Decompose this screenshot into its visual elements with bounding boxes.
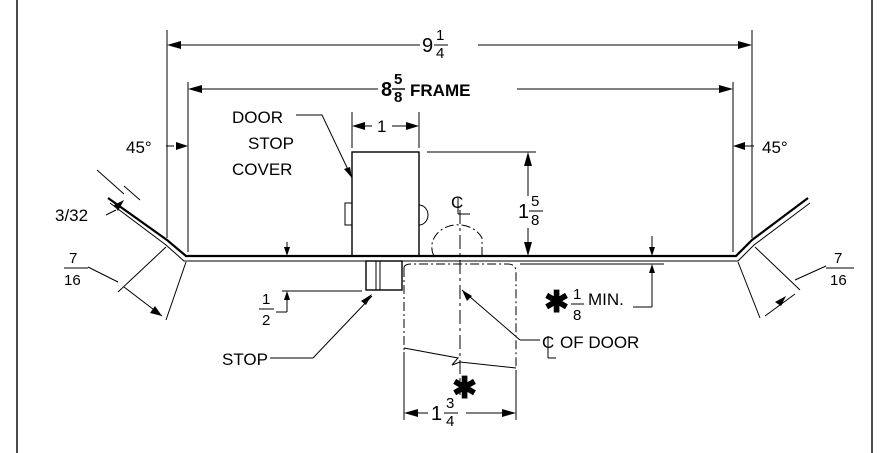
return-right-arrow (775, 296, 786, 306)
width-arrow-right (406, 122, 419, 130)
bevel-leader (105, 209, 117, 216)
height-dim-den: 8 (531, 212, 539, 229)
stop-cover-clip-left (344, 202, 353, 226)
clearance-star: ✱ (544, 286, 569, 319)
frame-arrow-right (719, 85, 733, 93)
cl-door-arrow (462, 290, 472, 301)
height-dim-whole: 1 (518, 201, 529, 223)
frame-arrow-left (188, 85, 202, 93)
stop-label: STOP (222, 350, 268, 369)
door-stop-cover-label-3: COVER (232, 160, 292, 179)
frame-dim-whole: 8 (381, 79, 392, 101)
height-dim-num: 5 (531, 193, 539, 210)
overall-arrow-left (167, 41, 181, 49)
angle-right-arrow (733, 142, 745, 150)
thickness-arrow-left (404, 409, 418, 417)
bevel-ext-2 (123, 185, 141, 201)
return-right-leader (794, 265, 827, 281)
cl-door-label: OF DOOR (560, 333, 639, 352)
return-right-ext-2 (737, 261, 761, 319)
thickness-dim-num: 3 (446, 395, 454, 412)
height-arrow-bottom (524, 242, 532, 256)
stop-depth-arrow (284, 291, 290, 300)
stop-depth-num: 1 (262, 291, 270, 308)
frame-dim-num: 5 (394, 71, 402, 88)
stop (365, 260, 403, 291)
return-left-ext-1 (117, 246, 167, 293)
return-right-ext-1 (754, 246, 801, 291)
width-dim-label: 1 (377, 117, 386, 136)
angle-right-label: 45° (762, 138, 788, 157)
thickness-star: ✱ (452, 372, 477, 405)
thickness-dim-whole: 1 (431, 403, 442, 425)
return-left-ext-2 (165, 261, 187, 321)
return-left-arrow (150, 306, 162, 316)
frame-dim-den: 8 (394, 89, 402, 106)
door-stop-cover-label-1: DOOR (232, 108, 283, 127)
bevel-ext-1 (96, 169, 125, 195)
stop-cover-clip-right (418, 204, 429, 226)
overall-dim-num: 1 (436, 27, 444, 44)
overall-arrow-right (738, 41, 752, 49)
return-right-den: 16 (830, 272, 847, 289)
door-stop-cover-leader (296, 114, 353, 179)
return-left-leader (87, 266, 119, 283)
door-stop-cover (351, 151, 420, 257)
centerline-symbol-top: C (451, 193, 463, 212)
overall-dim-den: 4 (436, 45, 444, 62)
clearance-arrow (649, 264, 655, 273)
frame-label: FRAME (410, 81, 470, 100)
stop-arrow (361, 294, 372, 305)
frame-profile-inner (109, 202, 811, 262)
stop-leader (270, 295, 373, 359)
door-swing-arc (431, 224, 483, 257)
cl-door-leader (461, 289, 521, 341)
bevel-thickness-label: 3/32 (55, 206, 88, 225)
bevel-arrow (114, 200, 124, 211)
door-stop-cover-label-2: STOP (248, 134, 294, 153)
door-break-line (403, 347, 517, 369)
angle-left-label: 45° (126, 138, 152, 157)
door-outline-top-right (403, 263, 517, 368)
clearance-den: 8 (573, 307, 581, 324)
frame-profile-outer (107, 197, 809, 258)
overall-dim-whole: 9 (422, 35, 433, 57)
return-left-num: 7 (69, 250, 77, 267)
height-arrow-top (524, 152, 532, 166)
clearance-label: MIN. (588, 290, 624, 309)
clearance-num: 1 (573, 286, 581, 303)
thickness-arrow-right (502, 409, 516, 417)
stop-depth-den: 2 (262, 312, 270, 329)
door-stop-cover-arrow (344, 167, 352, 178)
return-right-num: 7 (834, 250, 842, 267)
thickness-dim-den: 4 (446, 413, 454, 430)
face-tick-left-arrow (284, 247, 290, 256)
angle-left-arrow (176, 142, 188, 150)
face-tick-right-arrow (649, 247, 655, 256)
return-left-den: 16 (64, 272, 81, 289)
width-arrow-left (352, 122, 365, 130)
